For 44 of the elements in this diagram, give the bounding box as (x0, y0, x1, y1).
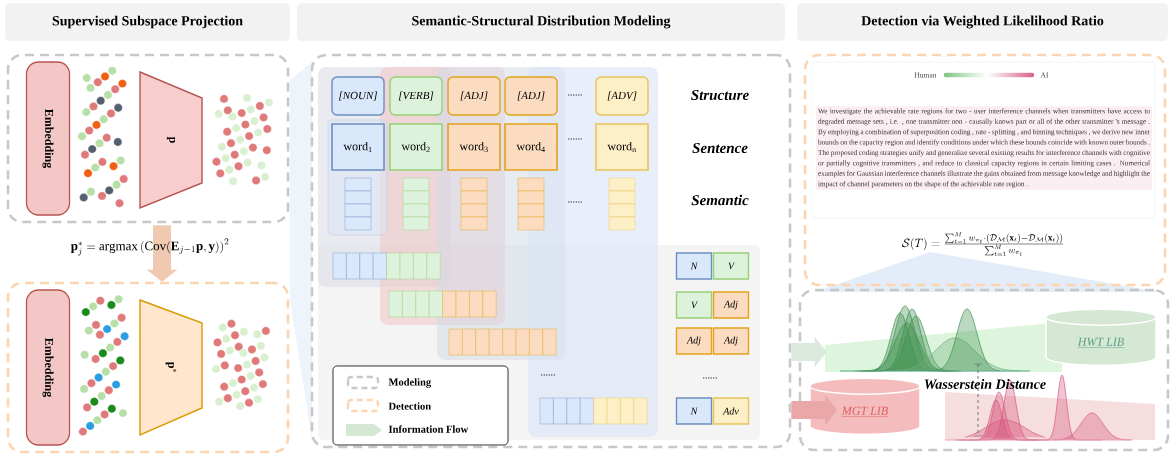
tag-box: [ADJ] (447, 76, 501, 116)
dashed-frame (6, 281, 290, 454)
pair-box: Adj (712, 327, 750, 355)
ellipsis: ...... (541, 374, 555, 376)
ellipsis: ...... (568, 94, 582, 96)
word-box: word$_{1}$ (331, 123, 385, 171)
tag-box: [NOUN] (331, 76, 385, 116)
row-label: Semantic (691, 194, 749, 206)
pair-box: Adj (675, 327, 713, 355)
tag-box: [VERB] (389, 76, 443, 116)
dashed-frame (798, 288, 1170, 452)
pair-box: Adv (712, 397, 750, 425)
panel-header: Semantic-Structural Distribution Modeling (297, 3, 785, 41)
row-label: Sentence (692, 142, 748, 154)
ellipsis: ...... (568, 201, 582, 203)
dashed-frame (803, 53, 1167, 287)
embedding-box: Embedding (25, 289, 71, 446)
ellipsis: ...... (568, 138, 582, 140)
formula: $\mathcal{S}(T) = \frac{\sum_{t=1}^{M} w_{\pi_t} \cdot (\mathcal{D}_{\mathcal{M}}(\mathbf{x}_t) - \mathcal{D}_{\mathcal{M}}(\mathbf{x}_t))}{\sum_{t=1}^{M} w_{\pi_t}}$ (902, 232, 1063, 256)
distance-label: Wasserstein Distance (924, 379, 1046, 389)
word-box: word$_{n}$ (595, 123, 649, 171)
legend-label: Detection (388, 402, 431, 410)
database-cylinder: HWT LIB (1045, 308, 1157, 367)
dashed-frame (310, 53, 792, 449)
pair-box: Adj (712, 291, 750, 319)
database-cylinder: MGT LIB (809, 377, 921, 436)
formula: $\mathbf{p}_j^* = \mathrm{argmax}\left(\mathrm{Cov}(\mathbf{E}_{j-1}\mathbf{p}, \mathbf{y})\right)^2$ (70, 238, 229, 256)
word-box: word$_{2}$ (389, 123, 443, 171)
pair-box: N (675, 252, 713, 280)
word-box: word$_{3}$ (447, 123, 501, 171)
dashed-frame (6, 53, 290, 224)
pair-box: V (675, 291, 713, 319)
pair-box: V (712, 252, 750, 280)
word-box: word$_{4}$ (504, 123, 558, 171)
panel-header: Supervised Subspace Projection (5, 3, 290, 41)
tag-box: [ADJ] (504, 76, 558, 116)
tag-box: [ADV] (595, 76, 649, 116)
pair-box: N (675, 397, 713, 425)
row-label: Structure (691, 89, 749, 101)
ellipsis: ...... (703, 377, 717, 379)
embedding-box: Embedding (25, 61, 71, 216)
legend-label: Information Flow (388, 425, 469, 433)
panel-header: Detection via Weighted Likelihood Ratio (797, 3, 1168, 41)
legend-label: Modeling (388, 378, 431, 388)
